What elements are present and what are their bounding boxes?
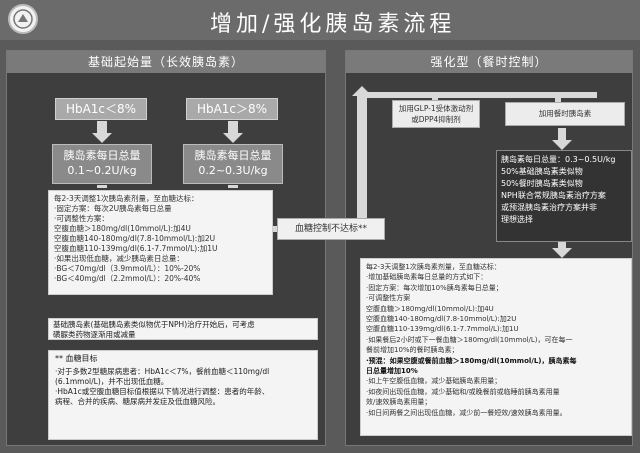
dose-high-value: 0.2~0.3U/kg (198, 164, 268, 177)
detail-line: ·增加基础胰岛素每日总量的方式如下： (366, 273, 488, 282)
detail-line: ·如日间两餐之间出现低血糖，减少前一餐短效/速效胰岛素用量。 (366, 408, 567, 417)
basal-note-box: 基础胰岛素(基础胰岛素类似物优于NPH)治疗开始后，可考虑 磺脲类药物逐渐用或减… (48, 318, 318, 340)
glp1-line: 加用GLP-1受体激动剂 (398, 104, 474, 113)
detail-line: 效/速效胰岛素用量； (366, 398, 432, 407)
detail-line: 空腹血糖110-139mg/dl(6.1-7.7mmol/L):加1U (366, 325, 519, 334)
prandial-option-box: 加用餐时胰岛素 (505, 102, 625, 126)
arrow-right-icon (273, 226, 277, 232)
detail-line: 每2-3天调整1次胰岛素剂量，至血糖达标： (366, 263, 501, 271)
titration-line: 空腹血糖140-180mg/dl(7.8-10mmol/L):加2U (54, 234, 216, 243)
intensive-panel-header: 强化型（餐时控制） (346, 51, 632, 73)
arrow-down-icon (228, 185, 238, 188)
glp1-line: 或DPP4抑制剂 (411, 115, 461, 124)
dose-low-value: 0.1~0.2U/kg (67, 164, 137, 177)
titration-line: ·BG＜70mg/dl（3.9mmol/L）：10%-20% (54, 264, 201, 273)
arrow-down-icon (92, 133, 112, 143)
arrow-up-stem (357, 95, 367, 218)
glucose-target-box: ** 血糖目标 ·对于多数2型糖尿病患者：HbA1c＜7%，餐前血糖＜110mg… (48, 350, 318, 440)
arrow-down-icon (558, 242, 566, 250)
titration-line: ·可调整性方案： (54, 214, 109, 223)
glucose-not-reached-box: 血糖控制不达标** (277, 218, 385, 240)
page-title: 增加/强化胰岛素流程 (210, 12, 456, 37)
glucose-target-title: ** 血糖目标 (55, 354, 98, 363)
connector-line (432, 92, 438, 100)
titration-line: ·固定方案：每次2U胰岛素每日总量 (54, 204, 172, 213)
intensive-line: 理想选择 (501, 215, 533, 224)
target-line: ·对于多数2型糖尿病患者：HbA1c＜7%，餐前血糖＜110mg/dl (55, 367, 270, 376)
glp1-option-box: 加用GLP-1受体激动剂 或DPP4抑制剂 (392, 100, 480, 128)
detail-line: ·如上午空腹低血糖，减少基础胰岛素用量； (366, 377, 502, 386)
dose-high-box: 胰岛素每日总量 0.2~0.3U/kg (183, 144, 283, 184)
hba1c-low-label: HbA1c＜8% (55, 98, 147, 120)
detail-line: 空腹血糖140-180mg/dl(7.8-10mmol/L):加2U (366, 315, 517, 324)
hba1c-high-label: HbA1c＞8% (186, 98, 278, 120)
connector-line (555, 92, 561, 102)
page-header: 增加/强化胰岛素流程 (0, 0, 640, 40)
titration-line: 每2-3天调整1次胰岛素剂量，至血糖达标： (54, 194, 199, 203)
titration-line: 空腹血糖＞180mg/dl(10mmol/L):加4U (54, 224, 191, 233)
arrow-down-icon (97, 121, 107, 133)
arrow-down-icon (552, 248, 572, 258)
detail-line: 餐前增加10%的餐时胰岛素； (366, 346, 459, 355)
basal-titration-box: 每2-3天调整1次胰岛素剂量，至血糖达标： ·固定方案：每次2U胰岛素每日总量 … (48, 190, 273, 295)
hospital-logo-icon (8, 4, 38, 34)
arrow-down-icon (228, 121, 238, 133)
arrow-down-icon (223, 133, 243, 143)
titration-line: ·BG＜40mg/dl（2.2mmol/L）：20%-40% (54, 274, 201, 283)
intensive-line: 胰岛素每日总量：0.3~0.5U/kg (501, 155, 616, 164)
arrow-down-icon (558, 128, 566, 142)
dose-high-title: 胰岛素每日总量 (194, 149, 272, 162)
intensive-line: 或预混胰岛素治疗方案并非 (501, 203, 597, 212)
arrow-down-icon (97, 185, 107, 188)
intensive-line: 50%基础胰岛素类似物 (501, 167, 583, 176)
intensive-dose-box: 胰岛素每日总量：0.3~0.5U/kg 50%基础胰岛素类似物 50%餐时胰岛素… (496, 150, 632, 242)
target-line: ·HbA1c或空腹血糖目标值根据以下情况进行调整：患者的年龄、 (55, 387, 270, 396)
detail-line: ·可调整性方案 (366, 294, 411, 303)
intensive-line: NPH联合常规胰岛素治疗方案 (501, 191, 606, 200)
target-line: (6.1mmol/L)，并不出现低血糖。 (55, 377, 169, 386)
titration-line: 空腹血糖110-139mg/dl(6.1-7.7mmol/L):加1U (54, 244, 218, 253)
dose-low-box: 胰岛素每日总量 0.1~0.2U/kg (52, 144, 152, 184)
detail-line: 日总量增加10% (366, 367, 418, 376)
target-line: 病程、合并的疾病、糖尿病并发症及低血糖风险。 (55, 397, 220, 406)
arrow-down-icon (552, 140, 572, 150)
titration-line: ·如果出现低血糖，减少胰岛素日总量： (54, 254, 184, 263)
detail-line: ·预混：如果空腹或餐前血糖＞180mg/dl(10mmol/L)，胰岛素每 (366, 356, 577, 365)
note-line: 基础胰岛素(基础胰岛素类似物优于NPH)治疗开始后，可考虑 (53, 320, 255, 329)
basal-panel-header: 基础起始量（长效胰岛素） (7, 51, 325, 73)
detail-line: 空腹血糖＞180mg/dl(10mmol/L):加4U (366, 304, 494, 313)
intensive-titration-box: 每2-3天调整1次胰岛素剂量，至血糖达标： ·增加基础胰岛素每日总量的方式如下：… (360, 258, 632, 436)
connector-line (367, 92, 597, 98)
intensive-line: 50%餐时胰岛素类似物 (501, 179, 583, 188)
arrow-up-icon (352, 86, 372, 96)
detail-line: ·如夜间出现低血糖，减少基础和/或晚餐前或临睡前胰岛素用量 (366, 387, 560, 396)
dose-low-title: 胰岛素每日总量 (63, 149, 141, 162)
detail-line: ·固定方案：每次增加10%胰岛素每日总量； (366, 283, 503, 292)
detail-line: ·如果餐后2小时或下一餐血糖＞180mg/dl(10mmol/L)，可在每一 (366, 335, 573, 344)
asterisk-icon: ** (55, 354, 66, 363)
note-line: 磺脲类药物逐渐用或减量 (53, 330, 136, 339)
